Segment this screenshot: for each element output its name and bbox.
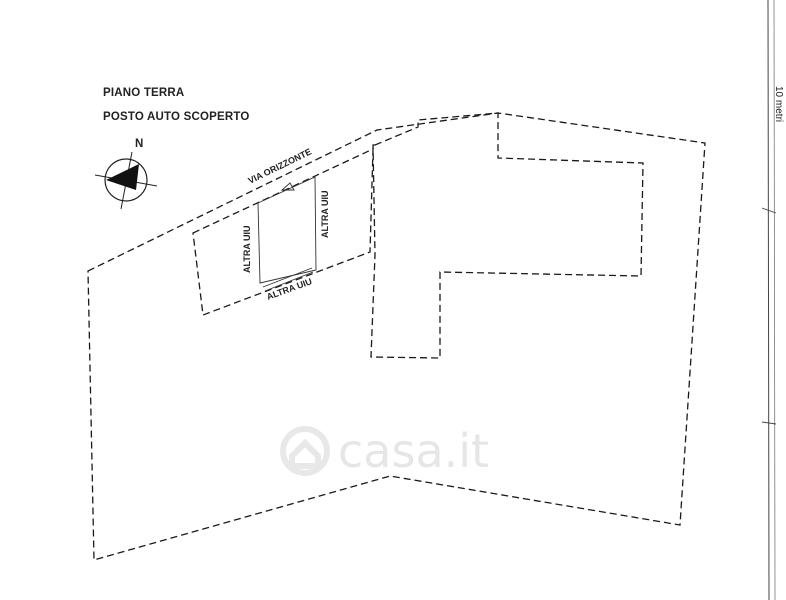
- plan-title-parking: POSTO AUTO SCOPERTO: [103, 111, 250, 123]
- neighbor-label-right: ALTRA UIU: [320, 191, 330, 239]
- parking-space: [257, 176, 317, 292]
- neighbor-label-left: ALTRA UIU: [242, 226, 252, 274]
- north-label: N: [135, 138, 144, 150]
- watermark-text: casa.it: [338, 424, 489, 478]
- street-label: VIA ORIZZONTE: [246, 146, 313, 185]
- property-boundary: [87, 112, 706, 561]
- plan-title-floor: PIANO TERRA: [103, 87, 184, 99]
- house-logo-icon: [280, 426, 330, 476]
- scale-bar: [761, 0, 777, 600]
- scale-label: 10 metri: [773, 86, 784, 122]
- watermark: casa.it: [280, 424, 489, 478]
- building-outline: [370, 112, 644, 359]
- parking-area-boundary: [192, 147, 374, 316]
- north-arrow-icon: [94, 151, 158, 210]
